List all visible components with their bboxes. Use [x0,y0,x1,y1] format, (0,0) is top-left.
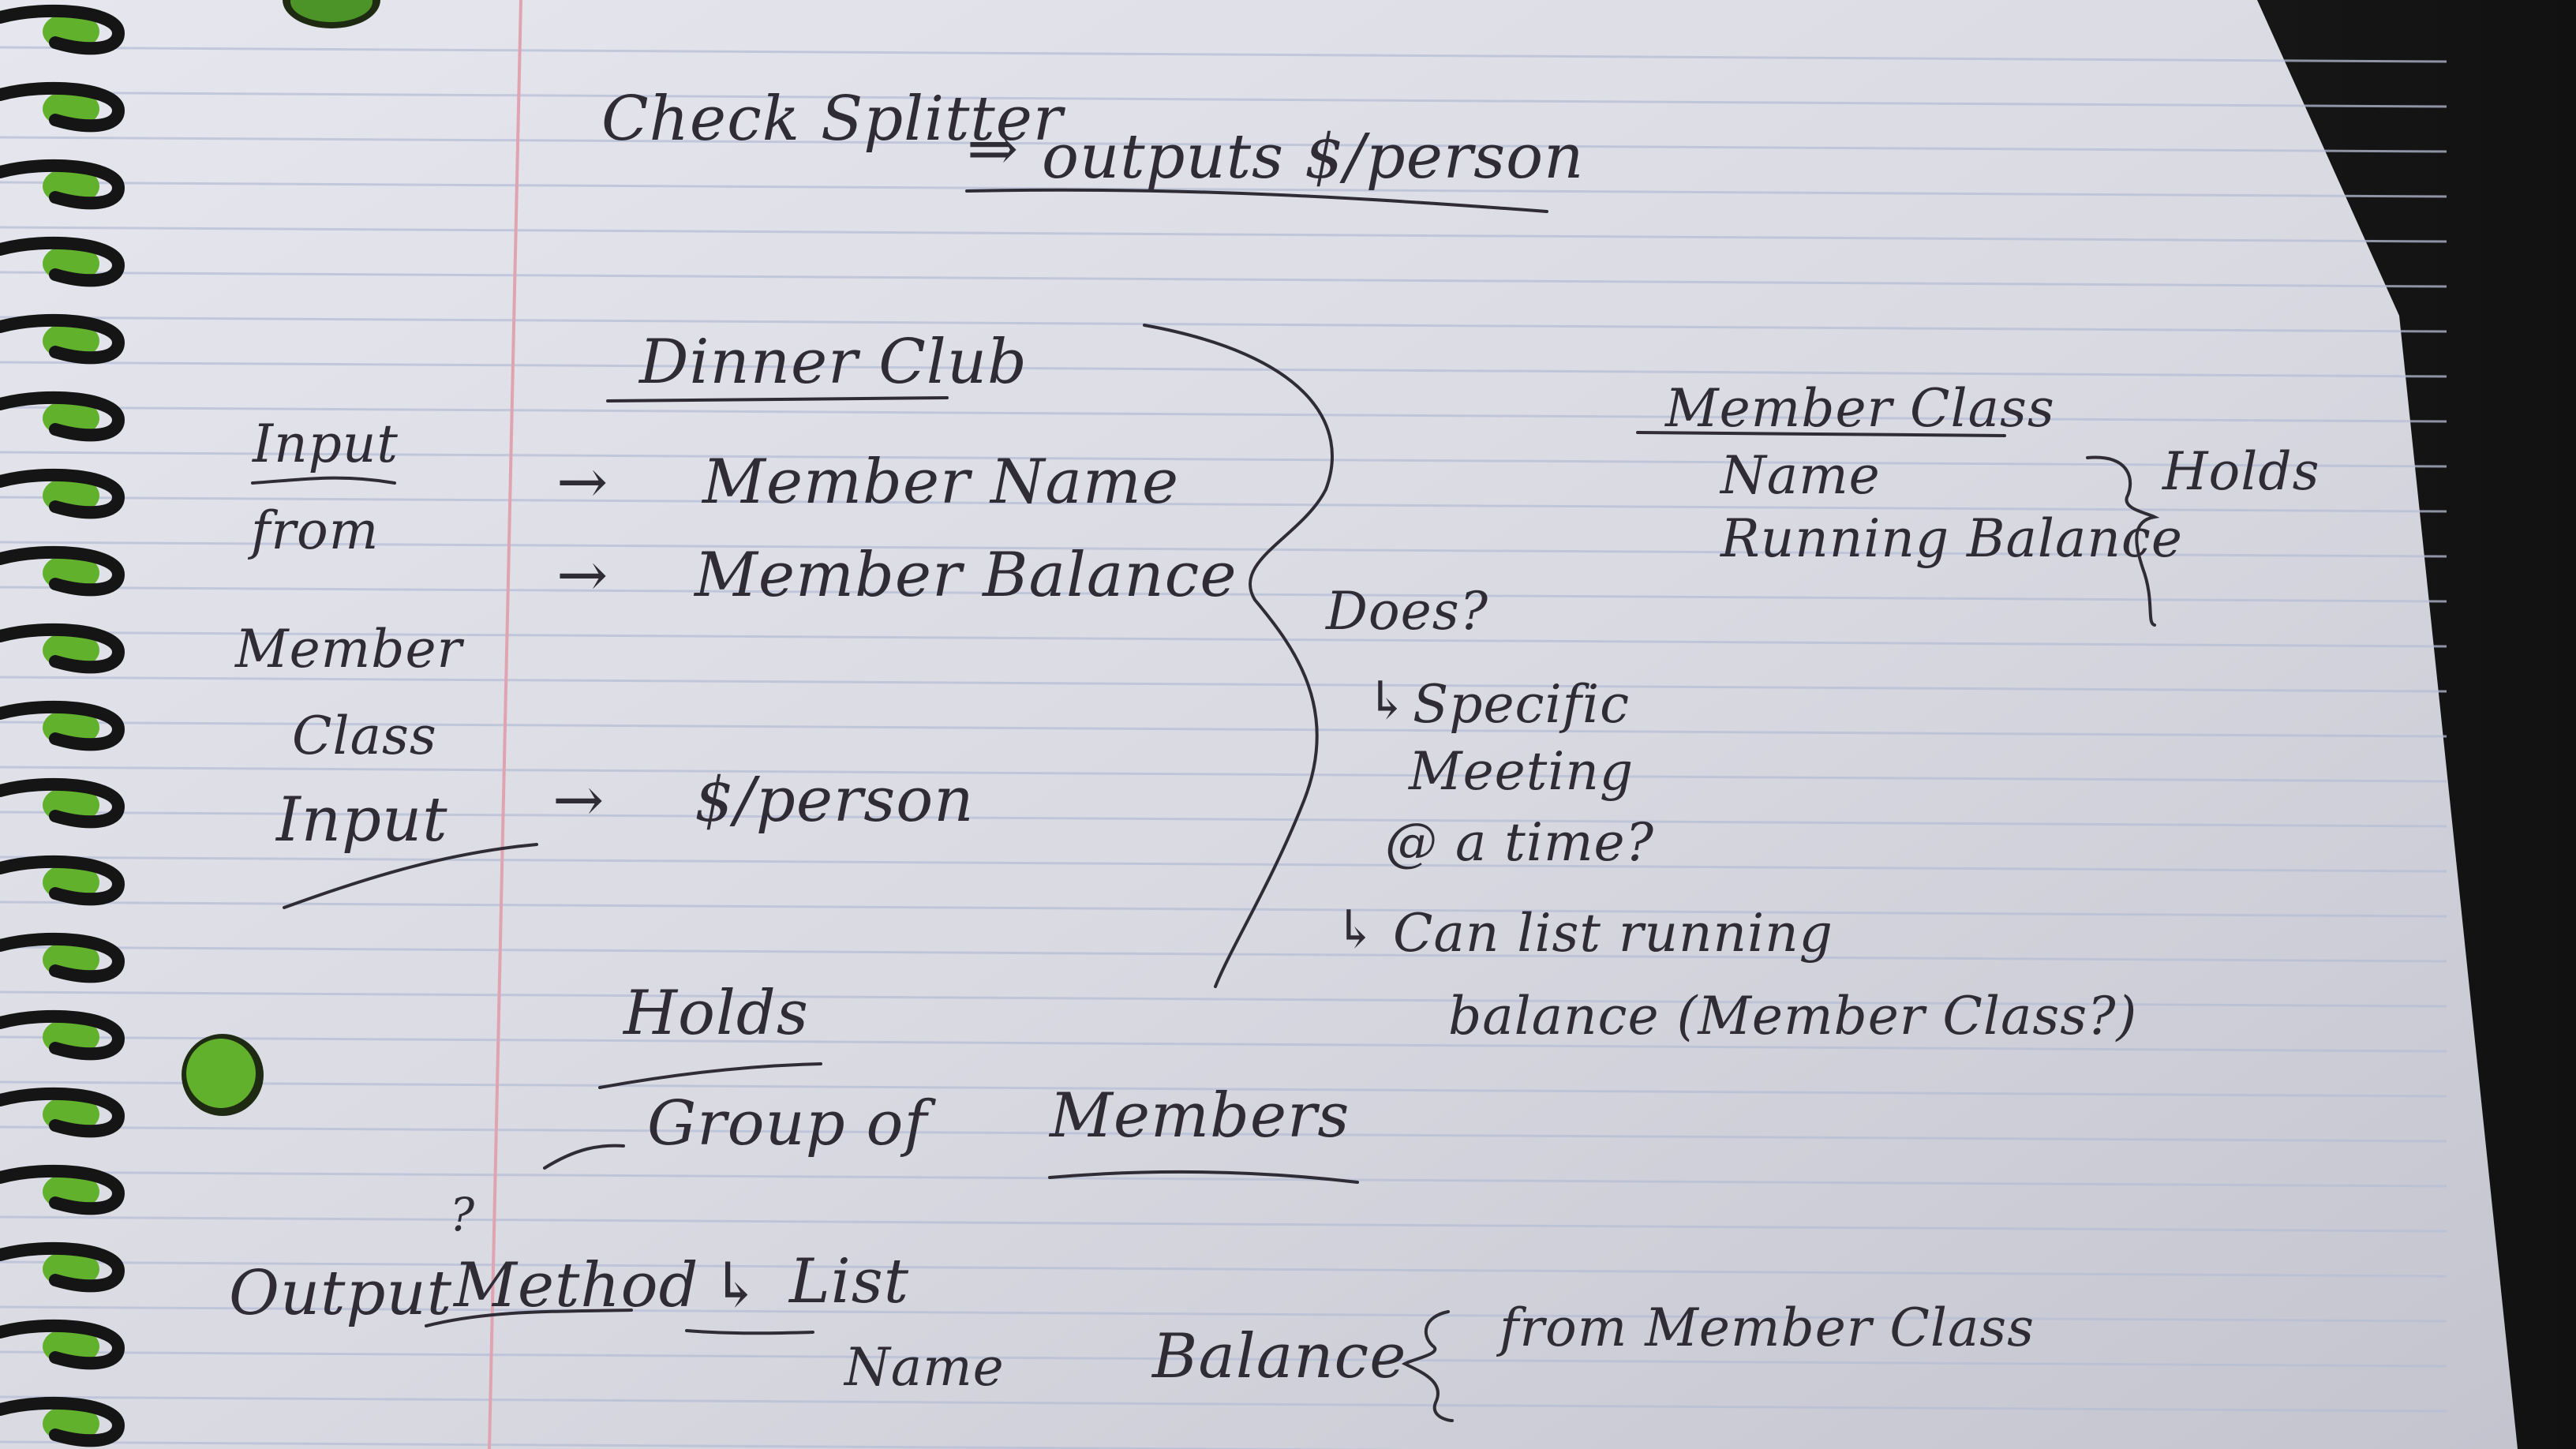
output-col-name: Name [844,1337,1005,1398]
ruled-line [0,811,2447,828]
spiral-coil [0,236,125,287]
spiral-coil [0,1319,125,1370]
member-class-field-name: Name [1720,445,1881,506]
ruled-line [0,900,2447,918]
does-note-1-line-3: @ a time? [1385,812,1654,873]
spiral-coil [0,1164,125,1215]
ruled-line [0,721,2447,738]
ruled-line [0,1395,2447,1413]
spiral-coil [0,4,125,55]
ruled-line [0,1035,2447,1053]
holds-members: Members [1050,1080,1350,1151]
spiral-coil [0,468,125,519]
item-member-name: Member Name [702,447,1180,518]
ruled-line [0,1305,2447,1323]
input-label-line-3: Member [235,619,463,680]
dinner-club-heading: Dinner Club [639,327,1028,398]
does-note-2-line-1: Can list running [1393,903,1833,964]
output-label: Output [229,1258,453,1329]
ruled-line [0,541,2447,558]
ruled-line [0,406,2447,423]
does-note-1-line-1: Specific [1413,674,1631,735]
input-label-line-1: Input [253,414,399,474]
does-label: Does? [1326,581,1488,642]
ruled-line [0,451,2447,468]
output-source: from Member Class [1500,1297,2035,1358]
spiral-coil [0,1009,125,1061]
spiral-coil [0,932,125,983]
input-label-2: Input [276,784,448,856]
input-label-line-4: Class [292,706,437,766]
member-class-field-running-balance: Running Balance [1720,508,2183,569]
spiral-coil [0,391,125,442]
ruled-line [0,316,2447,333]
ruled-line [0,1260,2447,1278]
spiral-coil [0,159,125,210]
member-class-holds-note: Holds [2162,441,2320,502]
member-class-heading: Member Class [1665,378,2055,439]
ruled-line [0,181,2447,198]
ruled-line [0,1350,2447,1368]
item-arrow-1: → [556,447,609,518]
spiral-coil [0,313,125,365]
spiral-coil [0,700,125,751]
spiral-coil [0,1241,125,1293]
output-list: List [789,1246,910,1317]
ruled-line [0,945,2447,963]
ruled-line [0,586,2447,603]
ruled-line [0,990,2447,1008]
spiral-coil [0,855,125,906]
spiral-coil [0,777,125,829]
spiral-coil [0,81,125,133]
output-col-balance: Balance [1152,1321,1407,1392]
item-arrow-3: → [552,765,605,836]
ruled-line [0,631,2447,648]
ruled-line [0,1080,2447,1098]
ruled-line [0,1125,2447,1143]
spiral-coil [0,545,125,597]
does-arrow-1: ↳ [1365,670,1410,731]
output-method: Method [454,1250,699,1321]
does-note-1-line-2: Meeting [1409,741,1634,802]
ruled-line [0,46,2447,63]
item-arrow-2: → [556,540,609,611]
ruled-line [0,676,2447,693]
ruled-line [0,1215,2447,1233]
output-question-mark: ? [450,1188,476,1241]
ruled-line [0,766,2447,783]
spiral-coil [0,1087,125,1138]
input-label-line-2: from [251,500,380,561]
title-implies-arrow: ⇒ [967,114,1020,185]
item-dollar-per-person: $/person [695,765,975,836]
item-member-balance: Member Balance [695,540,1237,611]
title-check-splitter: Check Splitter [601,84,1064,155]
ruled-line [0,1170,2447,1188]
does-note-2-line-2: balance (Member Class?) [1448,986,2138,1046]
ruled-line [0,271,2447,288]
ruled-line [0,136,2447,153]
output-list-arrow: ↳ [710,1250,763,1321]
ruled-line [0,91,2447,108]
ruled-line [0,496,2447,513]
spiral-coil [0,623,125,674]
spiral-coil [0,1396,125,1447]
holds-group-of: Group of [647,1088,928,1159]
ruled-line [0,856,2447,873]
ruled-line [0,1440,1428,1449]
ruled-line [0,226,2447,243]
does-arrow-2: ↳ [1334,899,1379,960]
ruled-line [0,361,2447,378]
title-outputs: outputs $/person [1042,122,1585,193]
holds-label: Holds [623,978,809,1049]
